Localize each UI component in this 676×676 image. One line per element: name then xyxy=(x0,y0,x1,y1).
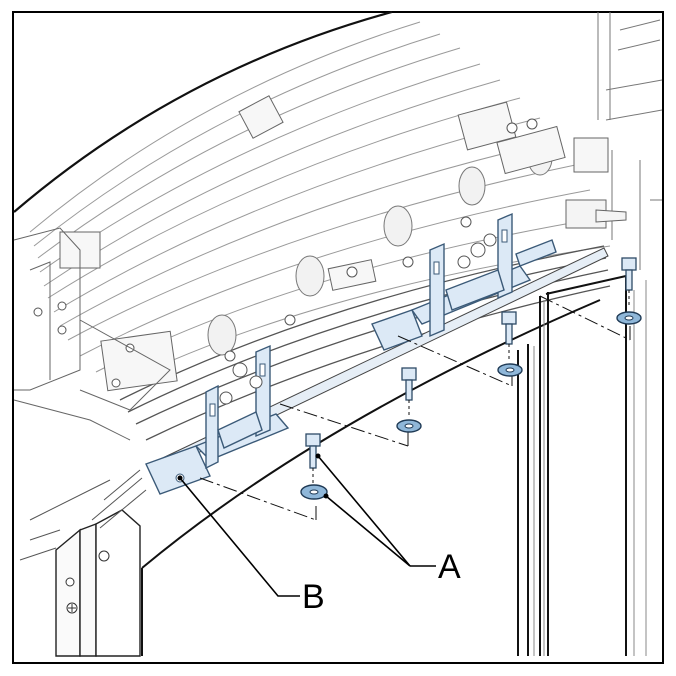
door-panel-inner xyxy=(533,280,647,656)
left-door-profile xyxy=(55,509,141,657)
bolt-4 xyxy=(621,257,637,291)
right-structure xyxy=(597,12,663,270)
track-clips xyxy=(59,95,609,392)
bolt-1 xyxy=(305,433,321,469)
left-lower-track xyxy=(19,469,147,561)
callout-a: A xyxy=(438,548,461,586)
leader-lines xyxy=(179,455,436,597)
bolt-3 xyxy=(501,311,517,345)
alignment-lines xyxy=(199,295,631,521)
door-top-edge xyxy=(141,299,601,569)
door-panels xyxy=(141,275,627,656)
bracket-nuts xyxy=(219,233,497,405)
right-motor-block xyxy=(565,199,627,229)
leader-a-washer xyxy=(325,495,411,567)
left-profile-details xyxy=(65,550,110,614)
canopy-outer-edge xyxy=(13,10,393,213)
bolt-axes xyxy=(312,290,630,486)
callout-b: B xyxy=(302,578,325,616)
washer-holes xyxy=(309,315,634,495)
leader-dots xyxy=(177,453,329,499)
left-mechanism xyxy=(13,227,171,441)
leader-b xyxy=(179,477,300,597)
bracket-right xyxy=(371,212,557,351)
leader-a-bolt xyxy=(317,455,411,567)
bracket-right-holes xyxy=(433,229,508,275)
